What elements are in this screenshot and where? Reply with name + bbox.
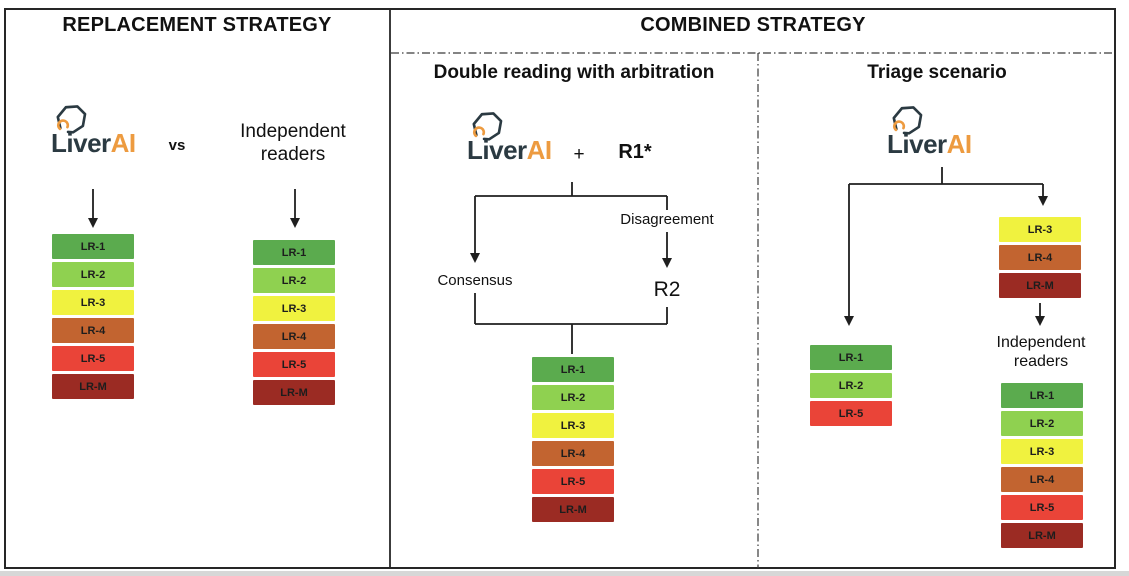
lr-box-lr-1: LR-1 <box>52 234 134 259</box>
lr-box-lr-2: LR-2 <box>52 262 134 287</box>
liverai-wordmark: LiverAI <box>51 128 136 159</box>
lr-box-lr-5: LR-5 <box>253 352 335 377</box>
vs-label: vs <box>168 137 186 154</box>
lr-box-lr-4: LR-4 <box>52 318 134 343</box>
liverai-icon <box>472 112 503 141</box>
lr-box-lr-4: LR-4 <box>999 245 1081 270</box>
liverai-word-dark: Liver <box>887 129 947 159</box>
combined-strategy-title: COMBINED STRATEGY <box>640 14 866 36</box>
independent-readers-label-triage: Independent readers <box>974 333 1108 371</box>
consensus-label: Consensus <box>437 272 513 289</box>
lr-box-lr-3: LR-3 <box>253 296 335 321</box>
lr-box-lr-5: LR-5 <box>810 401 892 426</box>
lr-box-lr-3: LR-3 <box>999 217 1081 242</box>
lr-box-lr-m: LR-M <box>253 380 335 405</box>
liverai-logo-triage: LiverAI <box>886 104 1006 168</box>
liverai-word-orange: AI <box>526 135 553 165</box>
liverai-icon <box>892 106 923 135</box>
lr-box-lr-2: LR-2 <box>810 373 892 398</box>
lr-box-lr-m: LR-M <box>532 497 614 522</box>
independent-readers-line2: readers <box>1013 353 1069 370</box>
independent-readers-line1: Independent <box>996 334 1086 351</box>
liverai-logo-double-reading: LiverAI <box>466 110 586 174</box>
lr-box-lr-3: LR-3 <box>1001 439 1083 464</box>
r2-label: R2 <box>653 278 681 301</box>
lr-box-lr-1: LR-1 <box>1001 383 1083 408</box>
lr-box-lr-1: LR-1 <box>253 240 335 265</box>
liverai-word-dark: Liver <box>467 135 527 165</box>
lr-box-lr-1: LR-1 <box>532 357 614 382</box>
r1-label: R1* <box>618 141 652 163</box>
liverai-icon <box>56 105 87 134</box>
lr-box-lr-2: LR-2 <box>532 385 614 410</box>
independent-readers-label-replacement: Independent readers <box>226 120 360 166</box>
lr-box-lr-5: LR-5 <box>532 469 614 494</box>
lr-box-lr-2: LR-2 <box>1001 411 1083 436</box>
lr-box-lr-1: LR-1 <box>810 345 892 370</box>
lr-box-lr-4: LR-4 <box>532 441 614 466</box>
independent-readers-line1: Independent <box>240 121 346 142</box>
lr-box-lr-m: LR-M <box>1001 523 1083 548</box>
lr-box-lr-4: LR-4 <box>1001 467 1083 492</box>
double-reading-title: Double reading with arbitration <box>433 62 715 83</box>
lr-box-lr-3: LR-3 <box>532 413 614 438</box>
lr-box-lr-5: LR-5 <box>1001 495 1083 520</box>
lr-box-lr-m: LR-M <box>999 273 1081 298</box>
triage-title: Triage scenario <box>867 62 1007 83</box>
lr-box-lr-m: LR-M <box>52 374 134 399</box>
liverai-logo-replacement: LiverAI <box>50 103 170 167</box>
independent-readers-line2: readers <box>260 144 326 165</box>
lr-box-lr-2: LR-2 <box>253 268 335 293</box>
lr-box-lr-4: LR-4 <box>253 324 335 349</box>
liverai-word-orange: AI <box>110 128 137 158</box>
page-edge-strip <box>0 571 1129 576</box>
liverai-word-dark: Liver <box>51 128 111 158</box>
liverai-wordmark: LiverAI <box>467 135 552 166</box>
lr-box-lr-3: LR-3 <box>52 290 134 315</box>
liverai-wordmark: LiverAI <box>887 129 972 160</box>
disagreement-label: Disagreement <box>620 211 714 228</box>
lr-box-lr-5: LR-5 <box>52 346 134 371</box>
liverai-word-orange: AI <box>946 129 973 159</box>
plus-sign: + <box>573 144 585 165</box>
replacement-strategy-title: REPLACEMENT STRATEGY <box>62 14 332 36</box>
